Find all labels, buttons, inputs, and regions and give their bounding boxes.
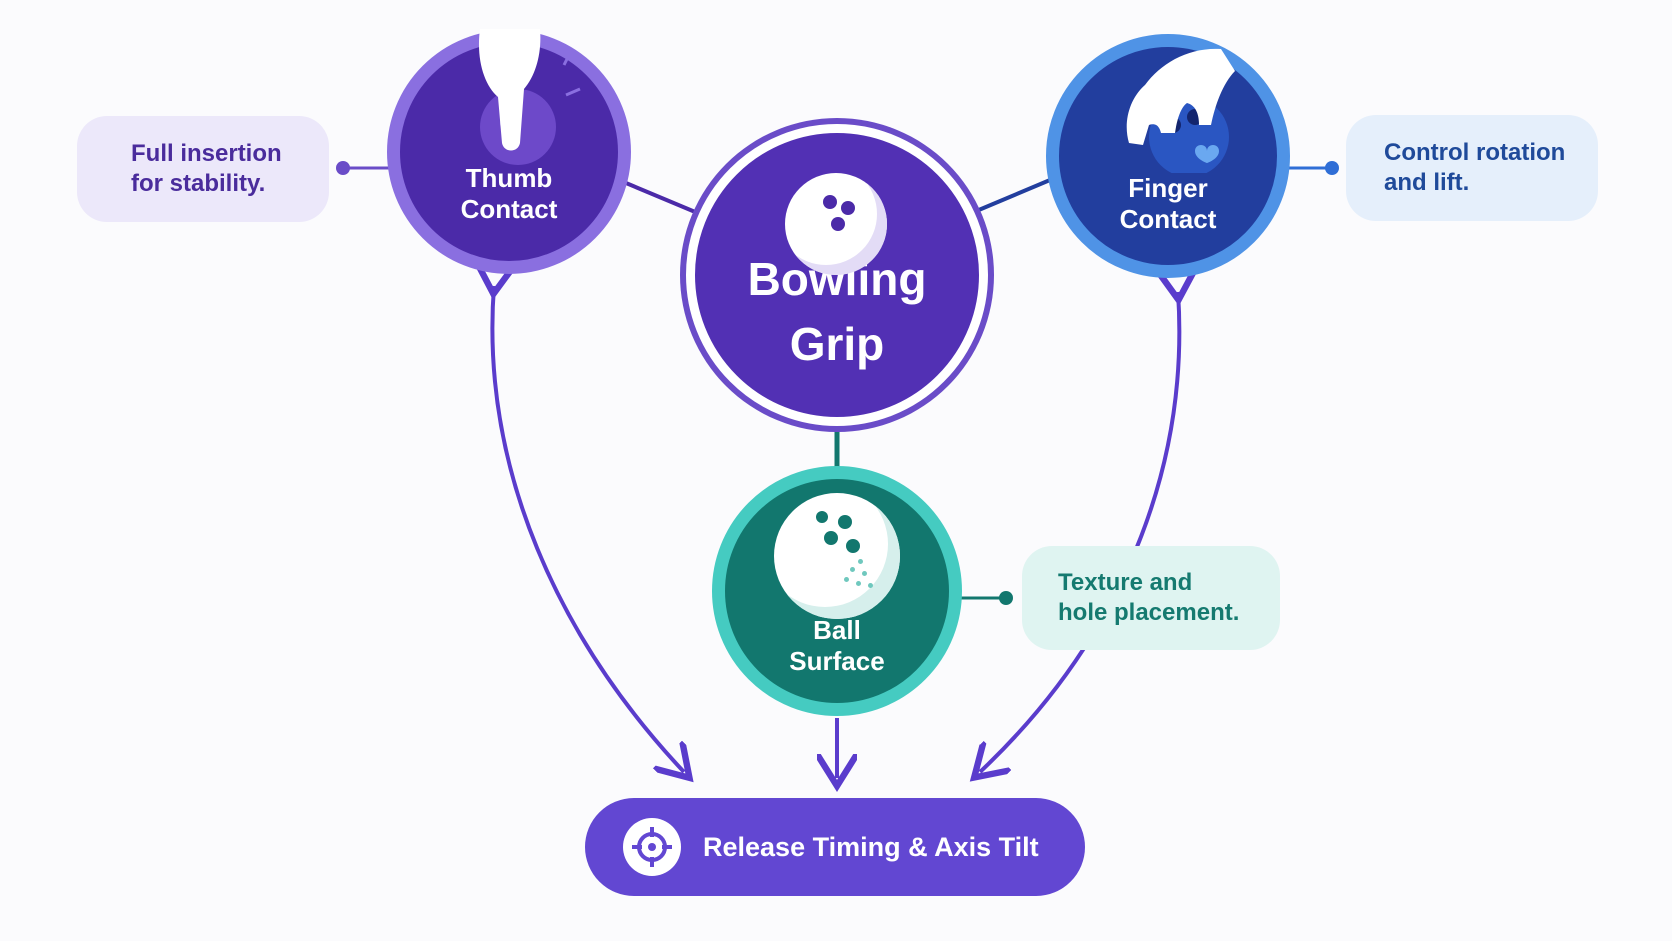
link-center-thumb [625,181,701,216]
surface-title-line1: Ball [813,614,861,645]
surface-note-line1: Texture and [1058,569,1193,596]
thumb-note-line2: for stability. [131,170,266,197]
finger-title-line2: Contact [1119,203,1217,234]
ball-surface-node: Ball Surface [712,466,962,716]
finger-hand-icon [1126,48,1235,173]
surface-title-line2: Surface [789,645,885,676]
finger-note-line2: and lift. [1384,169,1470,196]
arrow-thumb-release [492,286,684,772]
finger-note-line1: Control rotation [1384,139,1566,166]
bowling-ball-icon [785,173,887,275]
thumb-hand-icon [478,29,581,165]
release-timing-pill: Release Timing & Axis Tilt [585,798,1085,896]
thumb-title-line1: Thumb [465,162,553,193]
arrow-finger-release [980,292,1179,772]
thumb-contact-node: Thumb Contact [387,29,631,274]
finger-title-line1: Finger [1128,172,1208,203]
note-thumb-dot [336,161,350,175]
thumb-title-line2: Contact [460,193,558,224]
bowling-grip-node: Bowling Grip [686,124,988,426]
thumb-note-line1: Full insertion [131,140,282,167]
target-icon [623,818,681,876]
surface-note-line2: hole placement. [1058,599,1240,626]
textured-ball-icon [774,493,900,619]
release-label: Release Timing & Axis Tilt [703,831,1039,862]
center-title-line2: Grip [789,318,885,371]
note-finger-dot [1325,161,1339,175]
thumb-note: Full insertion for stability. [77,116,329,222]
link-center-finger [973,178,1051,214]
surface-note: Texture and hole placement. [1022,546,1280,650]
note-surface-dot [999,591,1013,605]
finger-note: Control rotation and lift. [1346,115,1598,221]
finger-contact-node: Finger Contact [1046,34,1290,278]
